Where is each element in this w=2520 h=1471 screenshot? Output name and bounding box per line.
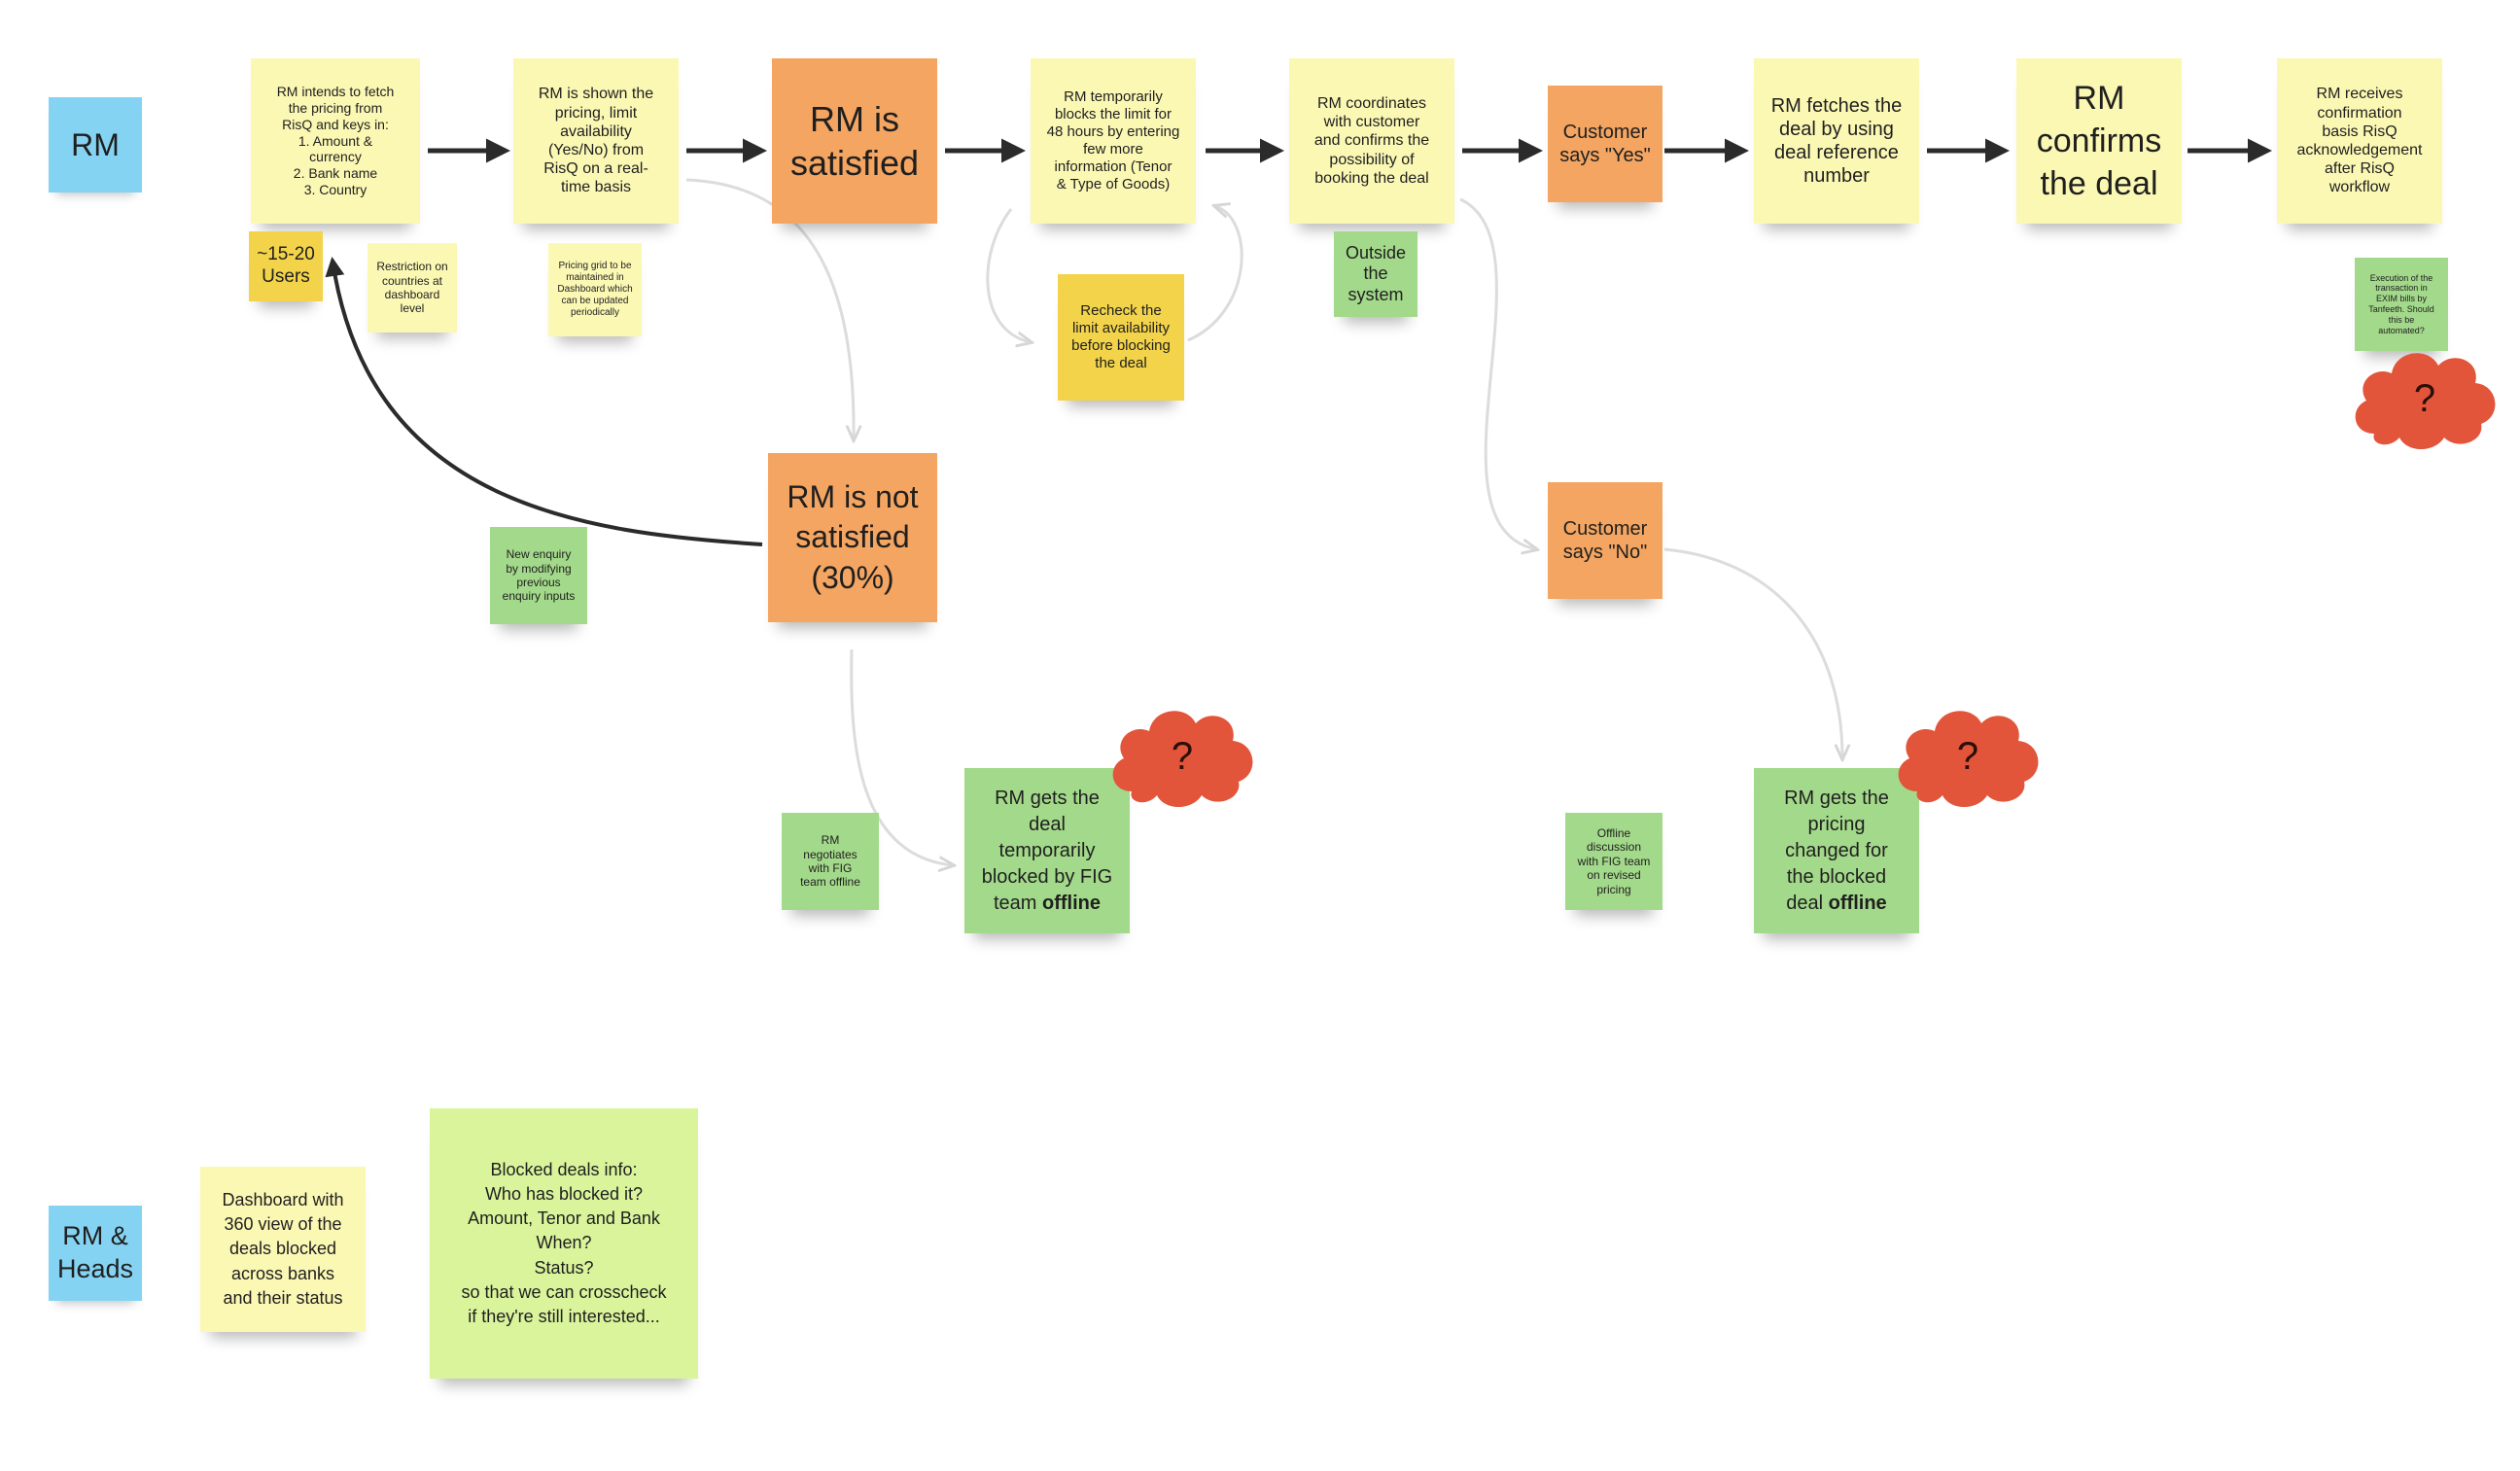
lane-label-rm-heads: RM & Heads [49, 1206, 142, 1301]
note-shown-pricing-text: RM is shown the pricing, limit availabil… [538, 86, 654, 196]
note-customer-yes-text: Customer says "Yes" [1559, 122, 1651, 166]
note-offline-discussion-text: Offline discussion with FIG team on revi… [1577, 826, 1651, 896]
lane-label-rm-text: RM [71, 126, 120, 162]
note-coordinates-text: RM coordinates with customer and confirm… [1313, 95, 1430, 187]
pricing-changed-offline: offline [1828, 892, 1887, 914]
note-restriction[interactable]: Restriction on countries at dashboard le… [368, 243, 457, 333]
question-mark-blocked: ? [1171, 734, 1194, 778]
cloud-shape-icon [1898, 711, 2039, 807]
note-fetch-pricing-text: RM intends to fetch the pricing from Ris… [276, 84, 395, 197]
note-pricing-changed-text: RM gets the pricing changed for the bloc… [1784, 786, 1889, 917]
note-negotiates[interactable]: RM negotiates with FIG team offline [782, 813, 879, 910]
question-cloud-execution[interactable]: ? [2345, 340, 2504, 457]
note-rm-satisfied[interactable]: RM is satisfied [772, 58, 937, 224]
note-customer-no[interactable]: Customer says "No" [1548, 482, 1662, 599]
note-pricing-grid[interactable]: Pricing grid to be maintained in Dashboa… [548, 243, 642, 336]
note-new-enquiry-text: New enquiry by modifying previous enquir… [502, 547, 576, 604]
note-recheck[interactable]: Recheck the limit availability before bl… [1058, 274, 1184, 401]
note-rm-not-satisfied[interactable]: RM is not satisfied (30%) [768, 453, 937, 622]
note-offline-discussion[interactable]: Offline discussion with FIG team on revi… [1565, 813, 1662, 910]
cloud-shape-icon [2355, 353, 2496, 449]
note-receives-confirmation-text: RM receives confirmation basis RisQ ackn… [2296, 86, 2423, 196]
note-execution-text: Execution of the transaction in EXIM bil… [2368, 272, 2434, 335]
note-coordinates[interactable]: RM coordinates with customer and confirm… [1289, 58, 1454, 224]
pricing-changed-prefix: RM gets the pricing changed for the bloc… [1784, 787, 1889, 914]
note-receives-confirmation[interactable]: RM receives confirmation basis RisQ ackn… [2277, 58, 2442, 224]
arrow-not-satisfied-to-blocked [850, 648, 953, 865]
note-temp-block-text: RM temporarily blocks the limit for 48 h… [1046, 88, 1180, 193]
note-dashboard[interactable]: Dashboard with 360 view of the deals blo… [200, 1167, 366, 1332]
note-execution[interactable]: Execution of the transaction in EXIM bil… [2355, 258, 2448, 351]
note-pricing-grid-text: Pricing grid to be maintained in Dashboa… [557, 261, 633, 318]
note-rm-not-satisfied-text: RM is not satisfied (30%) [787, 478, 919, 595]
note-outside-system-text: Outside the system [1345, 242, 1407, 304]
note-customer-no-text: Customer says "No" [1562, 518, 1648, 563]
note-deal-blocked[interactable]: RM gets the deal temporarily blocked by … [964, 768, 1130, 933]
question-mark-execution: ? [2413, 376, 2436, 420]
note-shown-pricing[interactable]: RM is shown the pricing, limit availabil… [513, 58, 679, 224]
note-users[interactable]: ~15-20 Users [249, 231, 323, 301]
note-temp-block[interactable]: RM temporarily blocks the limit for 48 h… [1031, 58, 1196, 224]
note-outside-system[interactable]: Outside the system [1334, 231, 1418, 317]
note-recheck-text: Recheck the limit availability before bl… [1071, 302, 1171, 371]
question-cloud-blocked[interactable]: ? [1102, 698, 1262, 815]
lane-label-rm-heads-text: RM & Heads [56, 1221, 134, 1283]
lane-label-rm: RM [49, 97, 142, 193]
deal-blocked-offline: offline [1042, 892, 1101, 914]
arrow-not-satisfied-to-users [325, 257, 763, 546]
note-blocked-info[interactable]: Blocked deals info: Who has blocked it? … [430, 1108, 698, 1379]
note-fetch-pricing[interactable]: RM intends to fetch the pricing from Ris… [251, 58, 420, 224]
note-users-text: ~15-20 Users [257, 244, 315, 287]
note-new-enquiry[interactable]: New enquiry by modifying previous enquir… [490, 527, 587, 624]
note-customer-yes[interactable]: Customer says "Yes" [1548, 86, 1662, 202]
note-dashboard-text: Dashboard with 360 view of the deals blo… [222, 1190, 344, 1308]
question-cloud-pricing[interactable]: ? [1888, 698, 2048, 815]
note-deal-blocked-text: RM gets the deal temporarily blocked by … [982, 786, 1113, 917]
arrow-recheck-to-block [1187, 206, 1243, 342]
note-confirms-deal[interactable]: RM confirms the deal [2016, 58, 2182, 224]
note-rm-satisfied-text: RM is satisfied [789, 99, 920, 183]
note-confirms-deal-text: RM confirms the deal [2036, 79, 2162, 203]
note-fetches-deal[interactable]: RM fetches the deal by using deal refere… [1754, 58, 1919, 224]
arrow-shown-to-not-satisfied [685, 178, 854, 439]
note-restriction-text: Restriction on countries at dashboard le… [376, 260, 448, 316]
note-fetches-deal-text: RM fetches the deal by using deal refere… [1770, 95, 1903, 187]
arrow-block-to-recheck [986, 208, 1031, 342]
note-pricing-changed[interactable]: RM gets the pricing changed for the bloc… [1754, 768, 1919, 933]
note-blocked-info-text: Blocked deals info: Who has blocked it? … [461, 1159, 667, 1326]
arrow-no-to-pricing-changed [1663, 547, 1842, 758]
question-mark-pricing: ? [1956, 734, 1979, 778]
note-negotiates-text: RM negotiates with FIG team offline [800, 833, 860, 890]
arrow-coordinate-to-no [1459, 197, 1536, 549]
deal-blocked-prefix: RM gets the deal temporarily blocked by … [981, 787, 1113, 914]
cloud-shape-icon [1112, 711, 1253, 807]
